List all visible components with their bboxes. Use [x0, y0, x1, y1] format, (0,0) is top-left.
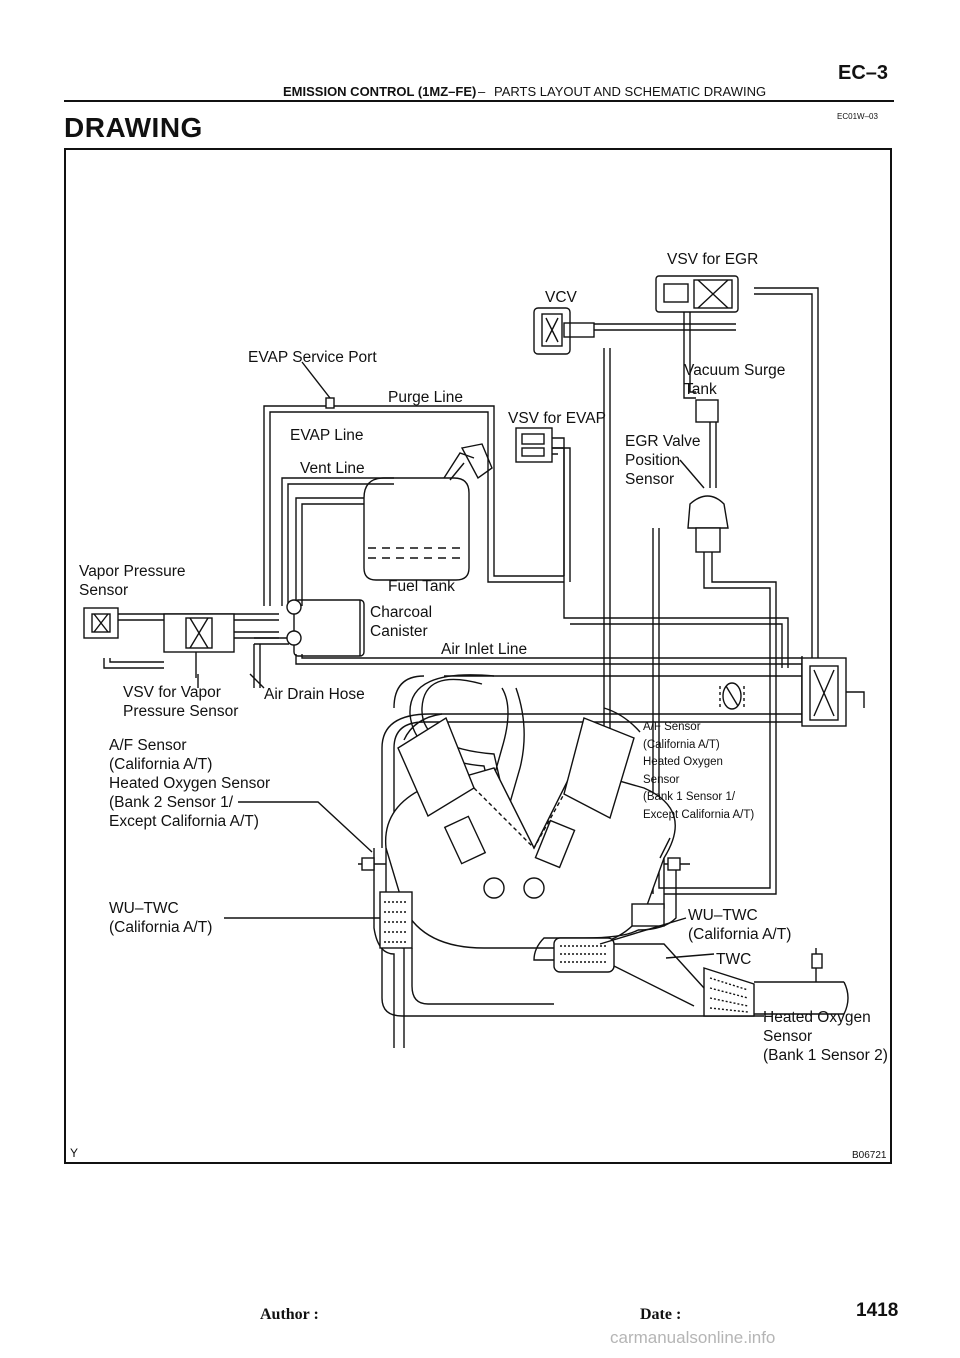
label-vsv-vapor-pressure: VSV for Vapor Pressure Sensor	[123, 684, 239, 720]
vacuum-surge-tank	[695, 399, 719, 423]
air-inlet-line	[295, 654, 802, 665]
vcv	[533, 307, 595, 355]
section-title: EMISSION CONTROL (1MZ–FE)	[283, 84, 477, 99]
fuel-tank	[363, 443, 493, 581]
subsection-title: PARTS LAYOUT AND SCHEMATIC DRAWING	[494, 84, 767, 99]
vapor-pressure-sensor	[83, 607, 119, 639]
footer-date: Date :	[640, 1306, 682, 1323]
figure-mark: Y	[70, 1146, 79, 1160]
exhaust-bank1	[533, 858, 705, 1007]
label-fuel-tank: Fuel Tank	[388, 578, 455, 595]
intake-duct	[381, 656, 865, 848]
leader-lines	[197, 361, 715, 959]
label-charcoal-canister: Charcoal Canister	[370, 604, 433, 640]
page-title: DRAWING	[64, 112, 203, 143]
purge-line	[263, 405, 564, 606]
exhaust-bank2	[373, 848, 764, 1048]
egr-pipe	[652, 528, 777, 895]
doc-id: EC01W–03	[837, 112, 878, 121]
header-rule	[64, 100, 894, 102]
label-vsv-evap: VSV for EVAP	[508, 410, 606, 427]
label-twc: TWC	[716, 951, 752, 968]
vsv-vapor-pressure	[163, 613, 235, 678]
diagram-frame	[64, 148, 892, 1164]
vsv-egr	[655, 275, 739, 313]
label-vacuum-surge-tank: Vacuum Surge Tank	[684, 362, 786, 398]
label-vcv: VCV	[545, 289, 577, 306]
engine-block	[384, 707, 676, 949]
label-air-inlet-line: Air Inlet Line	[441, 641, 528, 658]
vsv-evap	[515, 427, 553, 463]
egr-vacuum-line	[683, 287, 819, 668]
figure-id: B06721	[852, 1150, 887, 1161]
label-af-sensor-bank2: A/F Sensor (California A/T) Heated Oxyge…	[109, 737, 271, 830]
watermark: carmanualsonline.info	[610, 1328, 776, 1347]
label-egr-valve-position-sensor: EGR Valve Position Sensor	[625, 433, 701, 488]
label-air-drain-hose: Air Drain Hose	[264, 686, 365, 703]
label-wu-twc-left: WU–TWC (California A/T)	[109, 900, 213, 936]
emission-schematic	[83, 275, 865, 1048]
o2-sensor-bank2	[358, 857, 386, 871]
o2-sensor-bank1-s2	[811, 948, 823, 982]
air-drain-hose	[253, 637, 289, 688]
label-vsv-egr: VSV for EGR	[667, 251, 759, 268]
label-purge-line: Purge Line	[388, 389, 463, 406]
label-wu-twc-right: WU–TWC (California A/T)	[688, 907, 792, 943]
egr-valve	[687, 495, 729, 553]
label-heated-o2-bank1-s2: Heated Oxygen Sensor (Bank 1 Sensor 2)	[763, 1009, 888, 1064]
evap-line	[281, 477, 394, 606]
page-code: EC–3	[838, 62, 889, 84]
label-af-sensor-bank1: A/F Sensor (California A/T) Heated Oxyge…	[643, 721, 755, 821]
evap-service-port	[325, 397, 335, 409]
label-vent-line: Vent Line	[300, 460, 365, 477]
o2-sensor-bank1	[664, 857, 690, 871]
footer-page-number: 1418	[856, 1300, 899, 1321]
twc-converter	[703, 967, 849, 1017]
charcoal-canister	[286, 599, 365, 657]
label-vapor-pressure-sensor: Vapor Pressure Sensor	[79, 563, 186, 599]
footer-author: Author :	[260, 1306, 319, 1323]
label-evap-line: EVAP Line	[290, 427, 364, 444]
label-evap-service-port: EVAP Service Port	[248, 349, 377, 366]
header-dash: –	[478, 84, 486, 99]
